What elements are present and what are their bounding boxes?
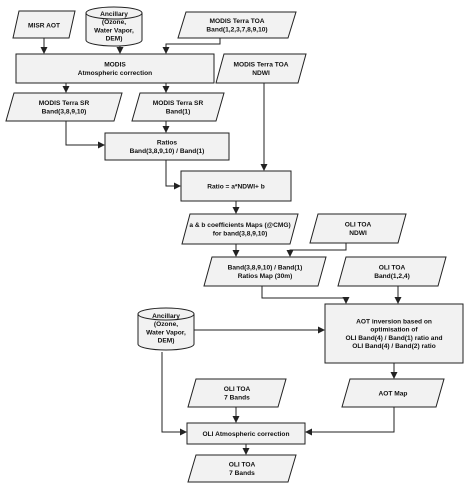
node-coeff-maps: a & b coefficients Maps (@CMG)for band(3… xyxy=(181,213,299,245)
node-ancillary-bottom-label: Ancillary(Ozone,Water Vapor, DEM) xyxy=(146,313,186,345)
label-line: Water Vapor, xyxy=(146,329,186,336)
label-line: (Ozone, xyxy=(154,321,178,328)
label-line: MODIS Terra TOA xyxy=(209,18,264,25)
label-line: OLI TOA xyxy=(379,265,406,272)
edge-oli-ndwi-to-ratios-map xyxy=(286,243,347,257)
label-line: Band(3,8,9,10) / Band(1) xyxy=(228,265,303,272)
label-line: Atmospheric correction xyxy=(78,70,152,77)
label-line: (Ozone, xyxy=(102,19,126,26)
edge-ratios-to-ratio-eq xyxy=(165,160,181,190)
label-line: optimisation of xyxy=(370,327,418,334)
label-line: NDWI xyxy=(349,230,367,237)
node-oli-atm-corr: OLI Atmospheric correction xyxy=(186,422,306,445)
label-line: MODIS xyxy=(104,62,126,69)
node-ratio-eq-label: Ratio = a*NDWI+ b xyxy=(207,183,265,190)
label-line: DEM) xyxy=(158,338,175,345)
node-misr-aot-label: MISR AOT xyxy=(28,22,60,29)
edge-modis-toa-to-modis-atm xyxy=(162,38,221,54)
node-ratio-eq: Ratio = a*NDWI+ b xyxy=(180,170,292,202)
edges xyxy=(40,38,402,455)
edge-ancillary-bottom-to-oli-atm xyxy=(161,352,187,436)
node-ancillary-top: Ancillary(Ozone,Water Vapor, DEM) xyxy=(85,6,143,47)
label-line: Ratio = a*NDWI+ b xyxy=(207,183,265,190)
label-line: Ancillary xyxy=(100,11,128,18)
node-ancillary-bottom: Ancillary(Ozone,Water Vapor, DEM) xyxy=(137,307,195,351)
label-line: OLI Band(4) / Band(2) ratio xyxy=(352,343,436,350)
label-line: MODIS Terra TOA xyxy=(233,62,288,69)
node-ancillary-top-label: Ancillary(Ozone,Water Vapor, DEM) xyxy=(94,11,134,43)
label-line: 7 Bands xyxy=(229,470,255,477)
node-aot-map: AOT Map xyxy=(341,378,445,408)
label-line: OLI TOA xyxy=(229,462,256,469)
label-line: MODIS Terra SR xyxy=(39,100,90,107)
label-line: Water Vapor, xyxy=(94,27,134,34)
node-ratios-map-label: Band(3,8,9,10) / Band(1)Ratios Map (30m) xyxy=(228,265,303,280)
label-line: AOT inversion based on xyxy=(356,319,432,326)
edge-ratios-map-to-aot-inv xyxy=(261,286,350,304)
node-coeff-maps-label: a & b coefficients Maps (@CMG)for band(3… xyxy=(189,222,290,237)
label-line: Band(1,2,4) xyxy=(374,273,410,280)
label-line: OLI TOA xyxy=(345,222,372,229)
label-line: OLI Band(4) / Band(1) ratio and xyxy=(345,335,442,342)
label-line: MODIS Terra SR xyxy=(153,100,204,107)
label-line: Band(1) xyxy=(166,108,191,115)
label-line: 7 Bands xyxy=(224,394,250,401)
label-line: for band(3,8,9,10) xyxy=(213,230,268,237)
label-line: MISR AOT xyxy=(28,22,60,29)
node-oli-atm-corr-label: OLI Atmospheric correction xyxy=(203,431,290,438)
label-line: Band(1,2,3,7,8,9,10) xyxy=(206,26,267,33)
label-line: Band(3,8,9,10) / Band(1) xyxy=(130,148,205,155)
edge-aot-map-to-oli-atm xyxy=(305,407,395,436)
edge-sr-bands-to-ratios xyxy=(65,121,105,149)
node-ratios-map: Band(3,8,9,10) / Band(1)Ratios Map (30m) xyxy=(203,256,327,287)
label-line: OLI TOA xyxy=(224,386,251,393)
label-line: Ancillary xyxy=(152,313,180,320)
node-misr-aot: MISR AOT xyxy=(12,10,76,39)
label-line: Ratios xyxy=(157,140,177,147)
label-line: Ratios Map (30m) xyxy=(238,273,293,280)
node-aot-map-label: AOT Map xyxy=(379,390,408,397)
label-line: NDWI xyxy=(252,70,270,77)
label-line: a & b coefficients Maps (@CMG) xyxy=(189,222,290,229)
label-line: DEM) xyxy=(106,36,123,43)
label-line: Band(3,8,9,10) xyxy=(42,108,87,115)
label-line: AOT Map xyxy=(379,390,408,397)
label-line: OLI Atmospheric correction xyxy=(203,431,290,438)
